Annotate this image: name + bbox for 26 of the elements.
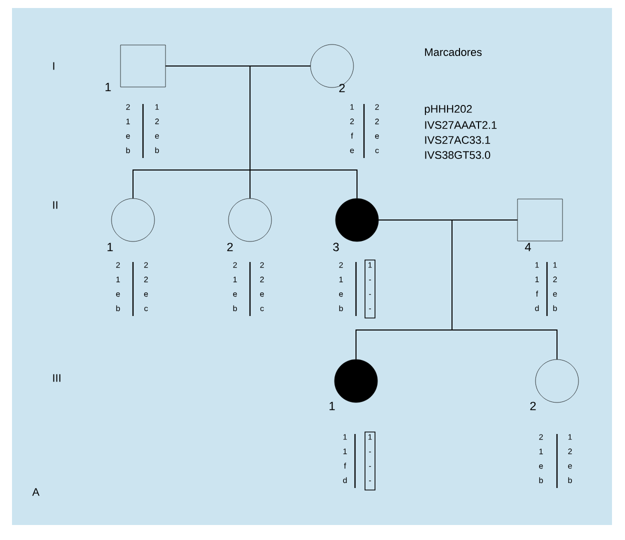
generation-label: III: [53, 374, 60, 382]
female-symbol: [228, 198, 272, 242]
panel-letter: A: [32, 488, 40, 496]
individual-number: 1: [108, 242, 113, 252]
marker-name: IVS38GT53.0: [425, 151, 490, 159]
individual-number: 3: [333, 242, 339, 252]
generation-label: I: [53, 62, 54, 70]
pedigree-line: [452, 220, 558, 360]
marker-name: IVS27AC33.1: [425, 136, 490, 144]
affected-female-symbol: [334, 359, 378, 403]
individual-number: 2: [339, 84, 345, 92]
pedigree-line: [250, 66, 358, 199]
male-symbol: [120, 44, 166, 88]
individual-number: 1: [330, 402, 335, 410]
generation-label: II: [53, 201, 58, 209]
individual-number: 2: [530, 402, 536, 410]
legend-heading: Marcadores: [425, 48, 482, 56]
marker-name: pHHH202: [424, 105, 472, 115]
individual-number: 1: [106, 82, 111, 92]
marker-name: IVS27AAAT2.1: [425, 121, 497, 129]
male-symbol: [517, 198, 563, 242]
affected-female-symbol: [335, 198, 379, 242]
female-symbol: [111, 198, 155, 242]
female-symbol: [535, 359, 579, 403]
individual-number: 4: [524, 242, 531, 252]
individual-number: 2: [227, 242, 233, 252]
